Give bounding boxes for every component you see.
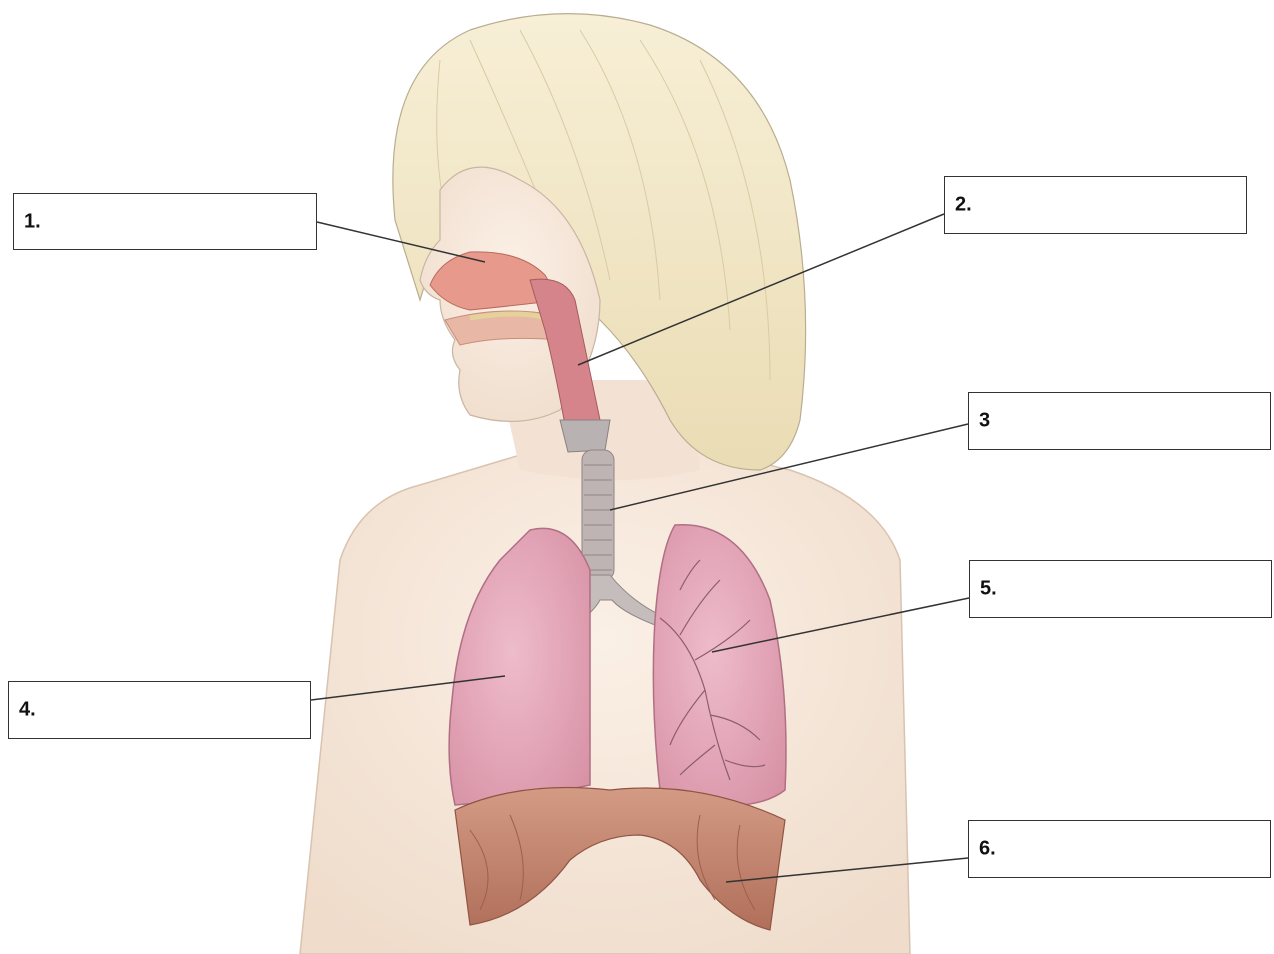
label-number-6: 6. (979, 838, 996, 861)
label-number-1: 1. (24, 210, 41, 233)
label-number-3: 3 (979, 410, 990, 433)
label-number-2: 2. (955, 194, 972, 217)
label-number-5: 5. (980, 578, 997, 601)
label-box-4[interactable]: 4. (8, 681, 311, 739)
trachea (582, 450, 614, 580)
label-box-1[interactable]: 1. (13, 193, 317, 250)
label-box-5[interactable]: 5. (969, 560, 1272, 618)
label-number-4: 4. (19, 699, 36, 722)
larynx (560, 420, 610, 452)
label-box-3[interactable]: 3 (968, 392, 1271, 450)
label-box-6[interactable]: 6. (968, 820, 1271, 878)
label-box-2[interactable]: 2. (944, 176, 1247, 234)
